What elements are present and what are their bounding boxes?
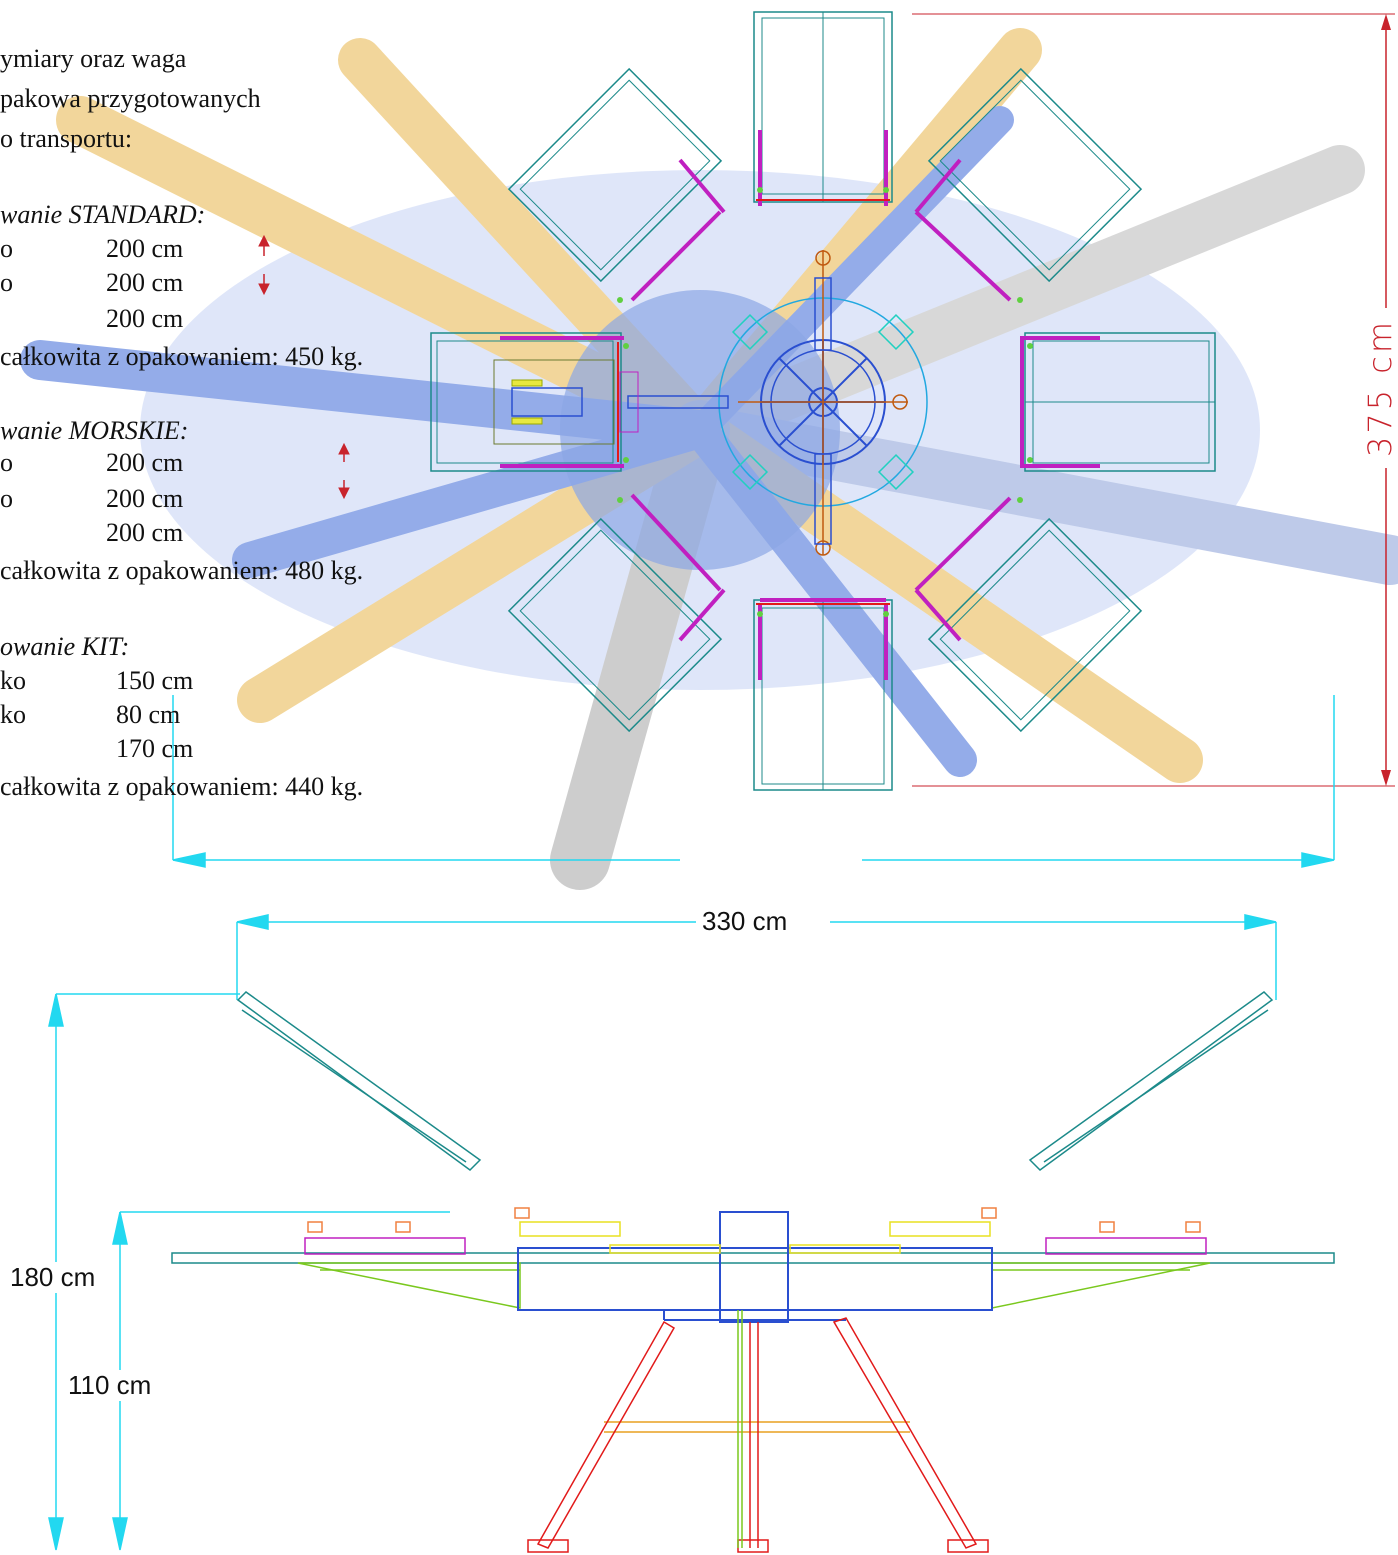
dimension-375-label: 375 cm: [1345, 305, 1398, 468]
standard-row-label: o: [0, 234, 13, 263]
spec-heading-2: pakowa przygotowanych: [0, 84, 261, 113]
dimension-330-label: 330 cm: [696, 906, 794, 937]
morskie-row-label: o: [0, 448, 13, 477]
standard-weight: całkowita z opakowaniem: 450 kg.: [0, 342, 364, 371]
morskie-row-value: 200 cm: [106, 518, 184, 547]
side-view: [48, 695, 1335, 1553]
standard-row-value: 200 cm: [106, 268, 184, 297]
standard-title: wanie STANDARD:: [0, 200, 206, 229]
standard-row-label: o: [0, 268, 13, 297]
morskie-title: wanie MORSKIE:: [0, 416, 189, 445]
spec-heading-1: ymiary oraz waga: [0, 44, 187, 73]
kit-title: owanie KIT:: [0, 632, 130, 661]
standard-row-value: 200 cm: [106, 304, 184, 333]
kit-row-value: 150 cm: [116, 666, 194, 695]
morskie-row-value: 200 cm: [106, 448, 184, 477]
top-view: [430, 11, 1216, 791]
dimension-375-text: 375 cm: [1361, 308, 1398, 468]
morskie-row-value: 200 cm: [106, 484, 184, 513]
morskie-weight: całkowita z opakowaniem: 480 kg.: [0, 556, 364, 585]
morskie-row-label: o: [0, 484, 13, 513]
dimension-110-label: 110 cm: [62, 1370, 158, 1401]
spec-heading-3: o transportu:: [0, 124, 133, 153]
kit-row-label: ko: [0, 666, 26, 695]
kit-row-value: 80 cm: [116, 700, 181, 729]
spec-arrows: [258, 234, 350, 500]
kit-row-value: 170 cm: [116, 734, 194, 763]
kit-row-label: ko: [0, 700, 26, 729]
kit-weight: całkowita z opakowaniem: 440 kg.: [0, 772, 364, 801]
standard-row-value: 200 cm: [106, 234, 184, 263]
dimension-180-label: 180 cm: [4, 1262, 102, 1293]
background-photo: [20, 28, 1398, 890]
